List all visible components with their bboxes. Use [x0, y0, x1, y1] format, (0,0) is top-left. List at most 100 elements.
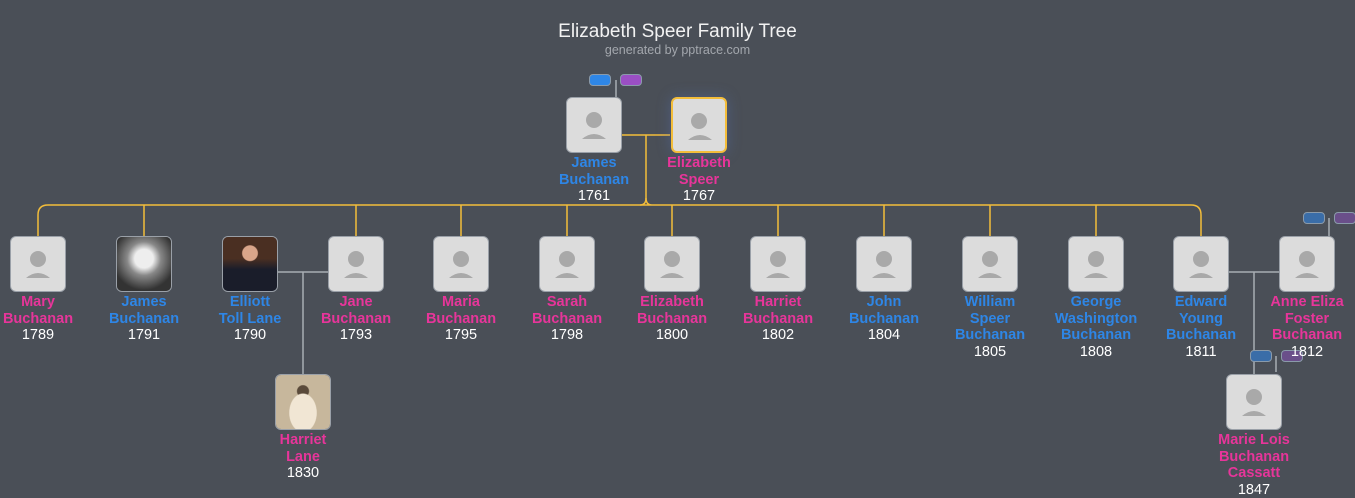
person-name-line: Elizabeth [667, 155, 731, 171]
expand-mother-button[interactable] [1334, 212, 1355, 224]
person-name-line: Cassatt [1227, 465, 1281, 481]
page-title: Elizabeth Speer Family Tree [558, 21, 797, 42]
person-name-line: Sarah [546, 294, 588, 310]
person-name-line: Harriet [279, 432, 327, 448]
person-placeholder-icon [688, 113, 712, 140]
birth-year: 1805 [973, 343, 1007, 360]
person-name-line: Buchanan [636, 310, 708, 327]
birth-year: 1790 [233, 327, 267, 343]
pill-stem [615, 80, 1330, 372]
person-name-line: Mary [21, 294, 55, 310]
birth-year: 1798 [550, 327, 584, 343]
children-bus [37, 197, 1202, 236]
portrait-photo [276, 375, 330, 429]
spouse-line-jane [278, 271, 328, 374]
person-card-g2[interactable] [275, 374, 331, 430]
child-drops [143, 205, 1097, 236]
person-name-line: William [964, 294, 1016, 310]
person-card-c2[interactable] [328, 236, 384, 292]
person-name-line: Buchanan [1271, 327, 1343, 343]
person-card-c3[interactable] [433, 236, 489, 292]
person-name-line: Toll Lane [218, 310, 282, 327]
person-card-c1[interactable] [116, 236, 172, 292]
person-name-line: James [571, 155, 617, 171]
person-placeholder-icon [1084, 251, 1108, 278]
person-name-line: Anne Eliza [1270, 294, 1344, 310]
person-name-line: Buchanan [558, 171, 630, 188]
person-name-line: Foster [1284, 310, 1330, 327]
person-name-line: Washington [1054, 310, 1138, 327]
birth-year: 1789 [21, 327, 55, 343]
birth-year: 1811 [1185, 343, 1217, 360]
person-name-line: Elliott [229, 294, 271, 310]
person-name-line: Buchanan [848, 310, 920, 327]
birth-year: 1795 [444, 327, 478, 343]
person-name-line: James [121, 294, 167, 310]
person-card-c4[interactable] [539, 236, 595, 292]
person-placeholder-icon [978, 251, 1002, 278]
expand-father-button[interactable] [589, 74, 611, 86]
person-card-c9[interactable] [1068, 236, 1124, 292]
person-name-line: Harriet [754, 294, 802, 310]
person-name-line: Buchanan [1165, 327, 1237, 343]
person-name-line: Buchanan [425, 310, 497, 327]
person-card-c8[interactable] [962, 236, 1018, 292]
expand-mother-button[interactable] [620, 74, 642, 86]
person-card-c6[interactable] [750, 236, 806, 292]
person-name-line: Buchanan [108, 310, 180, 327]
person-name-line: Young [1178, 310, 1224, 327]
expand-father-button[interactable] [1303, 212, 1325, 224]
person-name-line: Buchanan [320, 310, 392, 327]
person-name-line: Maria [442, 294, 480, 310]
person-card-c5[interactable] [644, 236, 700, 292]
expand-mother-button[interactable] [1281, 350, 1303, 362]
birth-year: 1802 [761, 327, 795, 343]
person-placeholder-icon [1242, 389, 1266, 416]
person-placeholder-icon [449, 251, 473, 278]
person-name-line: Buchanan [531, 310, 603, 327]
birth-year: 1812 [1290, 343, 1324, 360]
birth-year: 1791 [127, 327, 161, 343]
person-card-c0[interactable] [10, 236, 66, 292]
expand-father-button[interactable] [1250, 350, 1272, 362]
person-name-line: George [1070, 294, 1122, 310]
person-name-line: Edward [1174, 294, 1228, 310]
page-subtitle: generated by pptrace.com [604, 43, 751, 57]
person-card-g10[interactable] [1226, 374, 1282, 430]
person-placeholder-icon [26, 251, 50, 278]
birth-year: 1800 [655, 327, 689, 343]
birth-year: 1808 [1079, 343, 1113, 360]
person-placeholder-icon [555, 251, 579, 278]
birth-year: 1804 [867, 327, 901, 343]
person-card-s10[interactable] [1279, 236, 1335, 292]
person-name-line: Buchanan [1218, 448, 1290, 465]
person-card-p0[interactable] [566, 97, 622, 153]
person-name-line: Speer [678, 171, 720, 188]
birth-year: 1847 [1237, 481, 1271, 498]
person-card-s2[interactable] [222, 236, 278, 292]
person-card-p1[interactable] [671, 97, 727, 153]
person-card-c7[interactable] [856, 236, 912, 292]
person-placeholder-icon [1295, 251, 1319, 278]
person-name-line: Buchanan [742, 310, 814, 327]
person-placeholder-icon [660, 251, 684, 278]
birth-year: 1830 [286, 465, 320, 481]
person-card-c10[interactable] [1173, 236, 1229, 292]
